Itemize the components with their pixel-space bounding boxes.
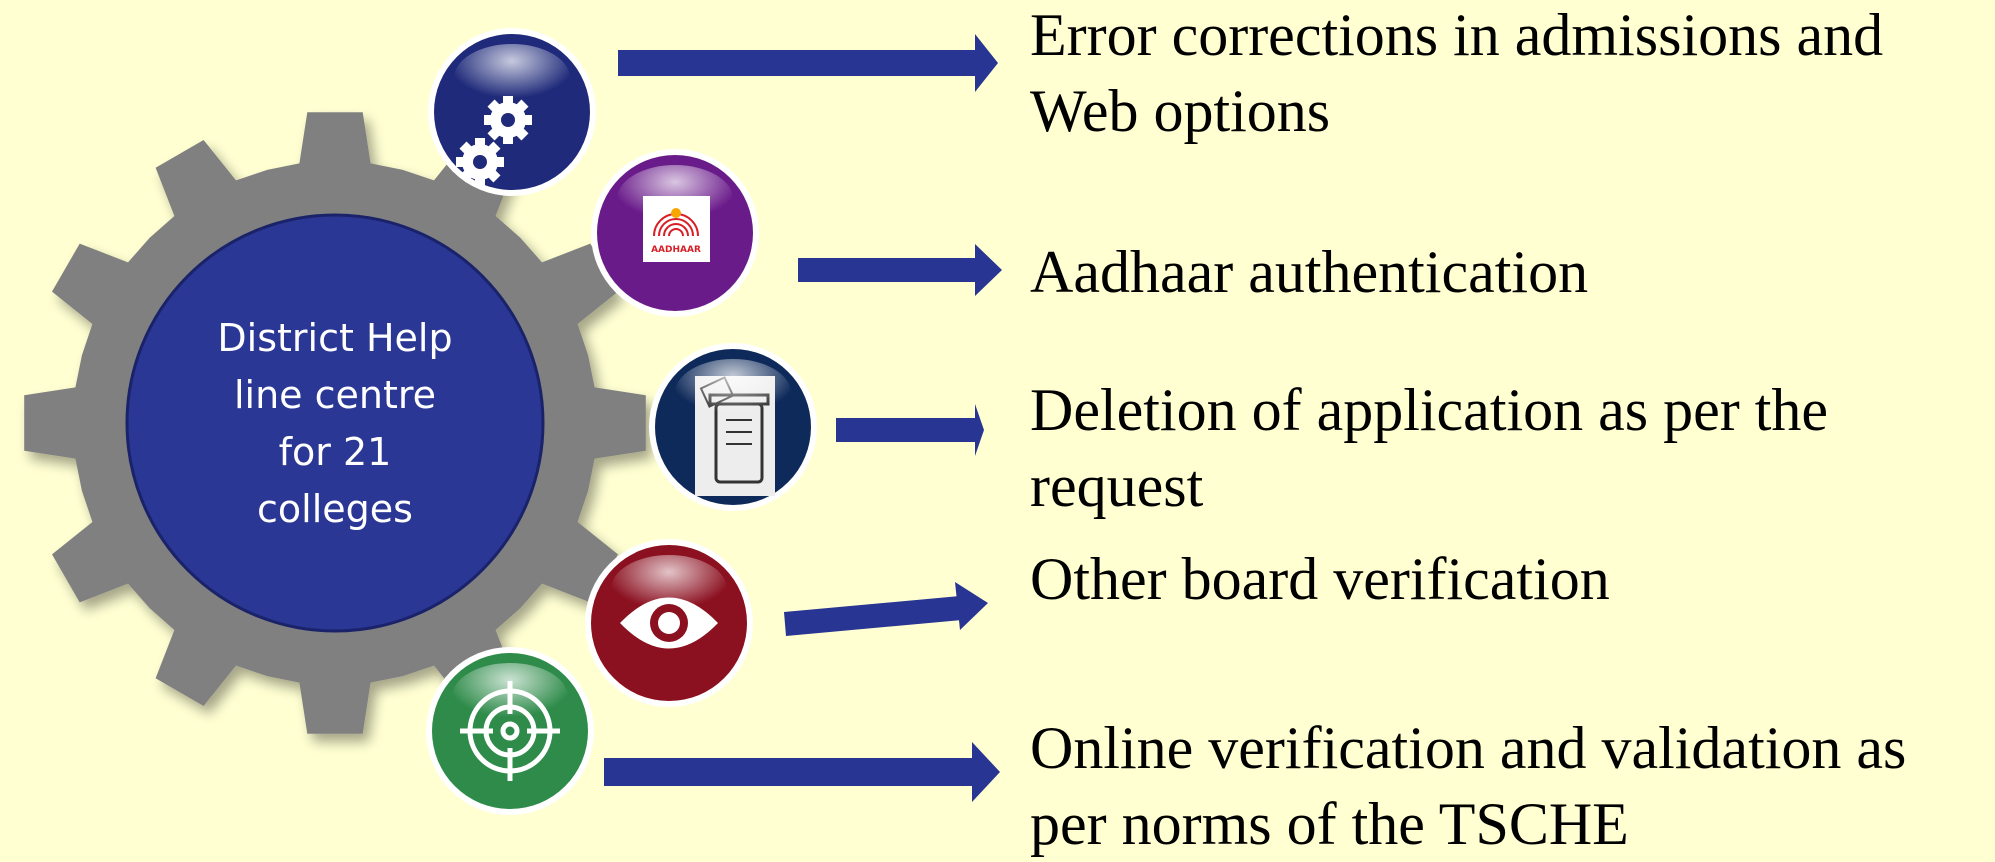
icon-bubble-2: AADHAAR xyxy=(591,149,759,317)
item-text-deletion: Deletion of application as per the reque… xyxy=(1030,377,1829,519)
hub-label: District Help line centre for 21 college… xyxy=(217,316,453,531)
gears-icon xyxy=(456,96,532,186)
icon-bubble-4 xyxy=(585,539,753,707)
aadhaar-logo-icon: AADHAAR xyxy=(643,196,710,262)
arrow-5 xyxy=(604,742,1000,802)
hub-circle xyxy=(125,213,545,633)
item-text-error-corrections: Error corrections in admissions and Web … xyxy=(1030,2,1884,144)
arrow-3 xyxy=(836,404,984,456)
icon-bubble-3 xyxy=(649,343,817,511)
svg-text:AADHAAR: AADHAAR xyxy=(651,245,701,255)
target-icon xyxy=(460,681,560,781)
arrow-1 xyxy=(618,34,998,92)
item-text-aadhaar: Aadhaar authentication xyxy=(1030,239,1589,305)
item-text-online-verification: Online verification and validation as pe… xyxy=(1030,715,1907,857)
icon-bubble-1 xyxy=(428,28,596,196)
arrow-4 xyxy=(784,582,988,636)
eye-icon xyxy=(620,597,718,649)
icon-bubble-5 xyxy=(426,647,594,815)
item-text-board-verification: Other board verification xyxy=(1030,546,1610,612)
arrow-2 xyxy=(798,244,1002,296)
